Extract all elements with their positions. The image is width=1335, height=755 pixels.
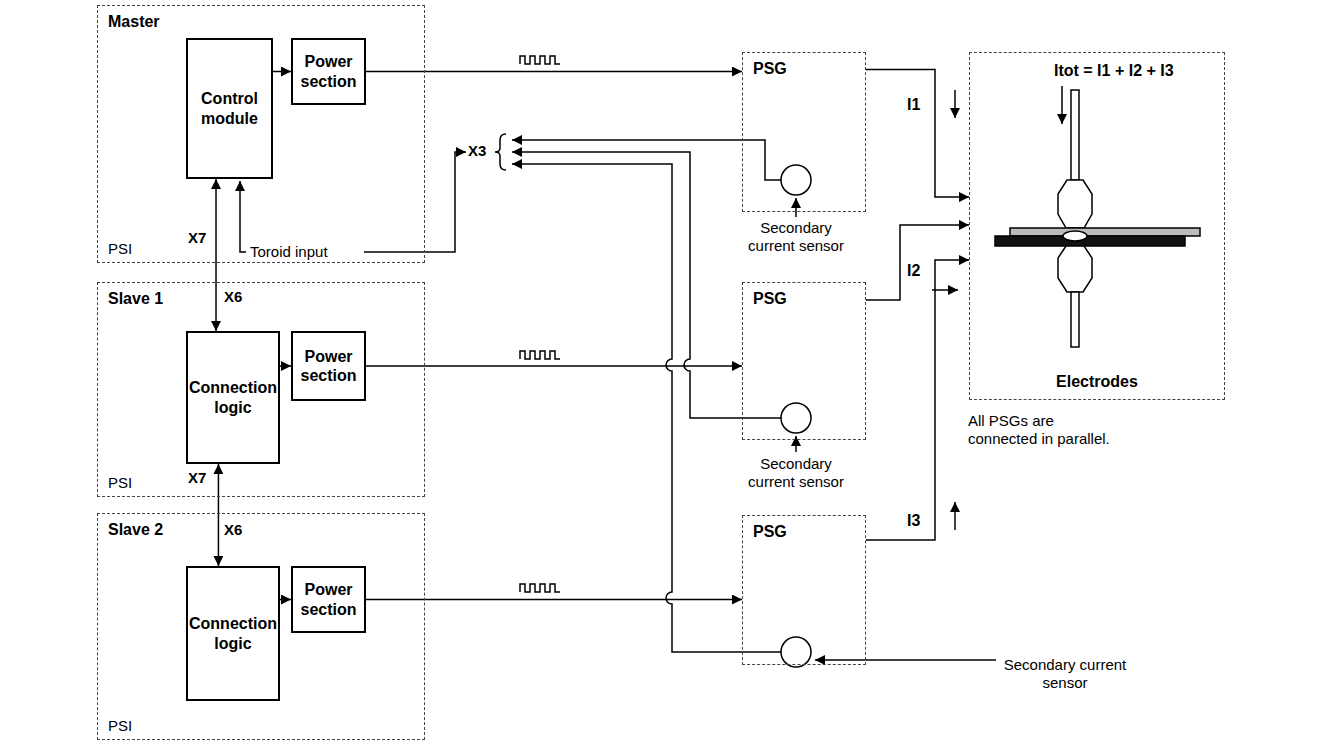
pin-label: X6 [224, 288, 242, 306]
current-label: I2 [906, 262, 921, 280]
electrode-rod [1071, 90, 1079, 180]
current-sensor [781, 637, 811, 667]
electrode-box: Itot = I1 + I2 + I3 Electrodes [969, 52, 1225, 400]
module-box: Power section [291, 38, 366, 105]
note-label: Secondary current sensor [746, 455, 846, 491]
sensor-wire [512, 140, 781, 180]
pin-label: X6 [224, 521, 242, 539]
pulse-symbol [520, 351, 560, 359]
psg-box: PSG [742, 52, 866, 212]
box-note: PSI [108, 717, 132, 735]
current-label: I1 [906, 96, 921, 114]
current-arrow [954, 90, 956, 118]
unit-box: Slave 1 PSI Connection logic Power section [97, 282, 425, 497]
upper-sheet [1010, 228, 1200, 236]
lower-sheet [995, 236, 1185, 246]
psg-box: PSG [742, 515, 866, 665]
toroid-wire [240, 181, 246, 252]
box-note: Electrodes [970, 372, 1224, 391]
leader-arrow [815, 659, 996, 661]
box-heading: PSG [753, 59, 787, 78]
module-box: Connection logic [186, 566, 280, 701]
current-sensor [781, 403, 811, 433]
box-note: PSI [108, 240, 132, 258]
connector-name: X3 [468, 142, 486, 160]
box-heading: Connection logic [189, 614, 277, 652]
pin-label: Toroid input [250, 243, 328, 261]
sensor-wire [512, 164, 781, 652]
box-heading: Slave 2 [108, 520, 168, 539]
upper-electrode [1058, 180, 1092, 228]
box-heading: Power section [296, 347, 361, 385]
box-heading: Slave 1 [108, 289, 168, 308]
connector [866, 225, 969, 300]
leader-arrow [795, 436, 797, 452]
connector [866, 260, 969, 540]
note-label: All PSGs are connected in parallel. [968, 412, 1118, 448]
current-arrow [954, 502, 956, 530]
connector [866, 70, 969, 198]
box-heading: PSG [753, 289, 787, 308]
connector [280, 365, 291, 367]
box-heading: Master [108, 12, 168, 31]
note-label: Secondary current sensor [1000, 656, 1130, 692]
pin-label: X7 [188, 229, 206, 247]
pulse-symbol [520, 584, 560, 592]
unit-box: Slave 2 PSI Connection logic Power section [97, 513, 425, 740]
unit-box: MasterPSI Control module Power section [97, 5, 425, 263]
lower-electrode [1058, 246, 1092, 292]
current-label: I3 [906, 512, 921, 530]
box-note: PSI [108, 474, 132, 492]
connector [366, 365, 742, 367]
connector [215, 179, 217, 331]
box-heading: Itot = I1 + I2 + I3 [1054, 61, 1174, 80]
connector [366, 71, 742, 73]
leader-arrow [795, 198, 797, 217]
connector [366, 599, 742, 601]
weld-nugget [1063, 231, 1087, 241]
module-box: Power section [291, 331, 366, 401]
box-heading: Control module [191, 89, 268, 127]
module-box: Control module [186, 38, 273, 179]
module-box: Power section [291, 566, 366, 633]
connector [273, 71, 291, 73]
box-heading: PSG [753, 522, 787, 541]
box-heading: Power section [296, 580, 361, 618]
connector [280, 599, 291, 601]
current-arrow [1061, 86, 1063, 124]
pin-label: X7 [188, 469, 206, 487]
pulse-symbol [520, 56, 560, 64]
current-sensor [781, 165, 811, 195]
module-box: Connection logic [186, 331, 280, 464]
current-arrow [932, 289, 958, 291]
note-label: Secondary current sensor [746, 219, 846, 255]
sensor-wire [512, 152, 781, 418]
box-heading: Power section [296, 52, 361, 90]
psg-box: PSG [742, 282, 866, 440]
toroid-wire [364, 152, 466, 252]
connector-brace [495, 134, 506, 170]
box-heading: Connection logic [189, 378, 277, 416]
connector [218, 464, 220, 566]
electrode-rod [1071, 292, 1079, 347]
